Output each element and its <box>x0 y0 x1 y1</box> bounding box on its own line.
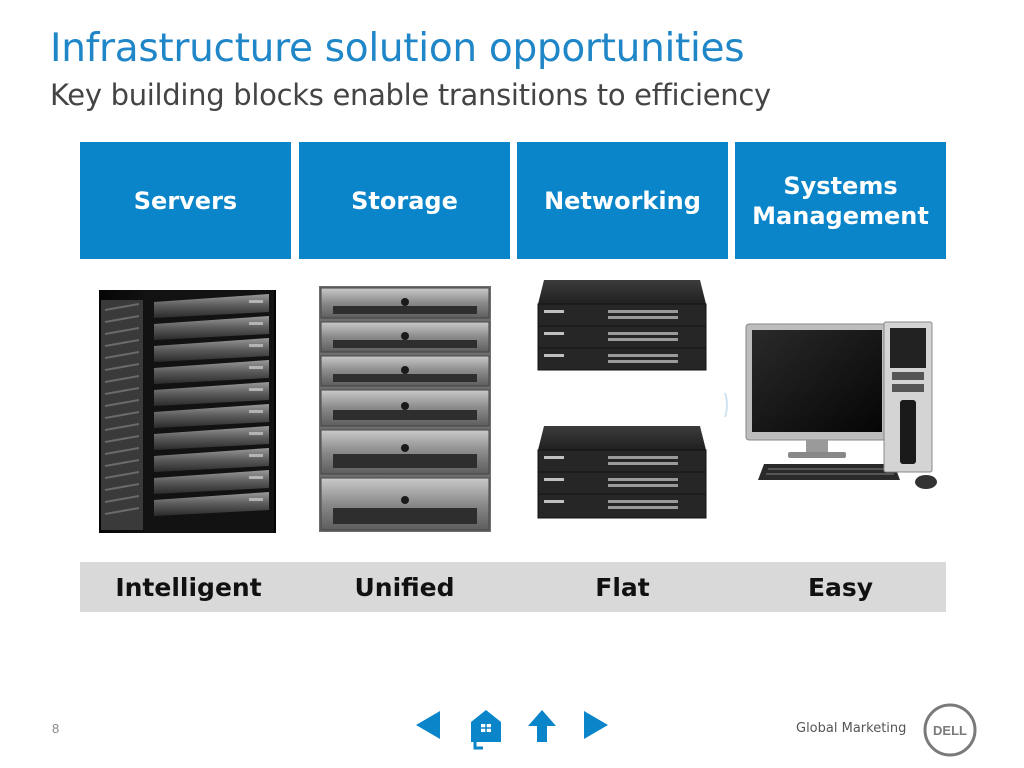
attribute-bar: Intelligent Unified Flat Easy <box>80 562 946 612</box>
tile-label: Servers <box>133 186 238 215</box>
page-number: 8 <box>52 721 60 736</box>
storage-array-image <box>319 286 491 532</box>
tile-label-line-2: Management <box>752 201 929 230</box>
slide-title: Infrastructure solution opportunities <box>50 26 745 71</box>
prev-arrow-icon[interactable] <box>414 708 442 742</box>
attribute-unified: Unified <box>354 572 455 602</box>
category-tiles: Servers Storage Networking Systems Manag… <box>80 142 946 259</box>
dell-logo: DELL <box>923 703 977 757</box>
tile-label: Networking <box>544 186 701 215</box>
up-arrow-icon[interactable] <box>526 708 558 744</box>
tile-label-line-1: Systems <box>783 171 898 200</box>
slide-subtitle: Key building blocks enable transitions t… <box>50 78 771 112</box>
server-rack-image <box>99 290 276 533</box>
desktop-computer-image <box>745 321 937 489</box>
tile-networking: Networking <box>517 142 728 259</box>
next-arrow-icon[interactable] <box>582 708 610 742</box>
divider-bracket <box>724 392 728 418</box>
attribute-intelligent: Intelligent <box>115 572 262 602</box>
network-switches-image <box>537 280 707 519</box>
footer-department: Global Marketing <box>796 721 907 736</box>
tile-storage: Storage <box>299 142 510 259</box>
attribute-flat: Flat <box>595 572 650 602</box>
logo-text: DELL <box>933 723 967 738</box>
tile-systems-management: Systems Management <box>735 142 946 259</box>
home-icon[interactable] <box>469 708 503 750</box>
attribute-easy: Easy <box>807 572 874 602</box>
tile-servers: Servers <box>80 142 291 259</box>
tile-label: Storage <box>351 186 458 215</box>
